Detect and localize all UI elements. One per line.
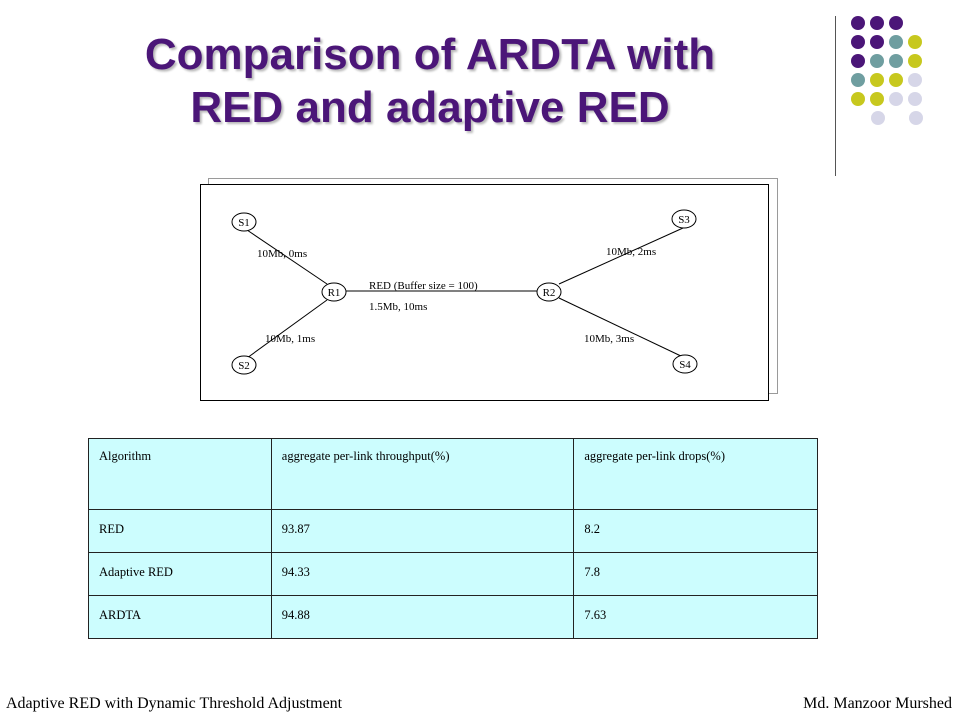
results-table: Algorithm aggregate per-link throughput(… bbox=[88, 438, 818, 639]
decorative-dot bbox=[851, 35, 865, 49]
table-cell: 94.33 bbox=[270, 552, 575, 596]
decorative-dot bbox=[851, 54, 865, 68]
decorative-dot bbox=[870, 35, 884, 49]
label-bottleneck-queue: RED (Buffer size = 100) bbox=[369, 280, 478, 292]
slide-title: Comparison of ARDTA with RED and adaptiv… bbox=[40, 28, 820, 134]
decorative-dot bbox=[889, 73, 903, 87]
node-s3-label: S3 bbox=[678, 214, 690, 226]
node-s3: S3 bbox=[671, 209, 697, 229]
table-cell: Adaptive RED bbox=[88, 552, 272, 596]
decorative-dot bbox=[870, 54, 884, 68]
table-cell: 94.88 bbox=[270, 595, 575, 639]
node-s2-label: S2 bbox=[238, 360, 250, 372]
table-cell: 7.63 bbox=[573, 595, 818, 639]
slide-title-line-1: Comparison of ARDTA with bbox=[144, 30, 716, 79]
table-row: Adaptive RED 94.33 7.8 bbox=[88, 552, 818, 596]
decorative-dot bbox=[851, 92, 865, 106]
decorative-dot bbox=[870, 16, 884, 30]
table-cell: RED bbox=[88, 509, 272, 553]
link-s1-r1 bbox=[246, 229, 328, 285]
table-row: ARDTA 94.88 7.63 bbox=[88, 595, 818, 639]
slide-title-line-2: RED and adaptive RED bbox=[190, 83, 670, 132]
decorative-dot bbox=[908, 35, 922, 49]
decorative-dot bbox=[889, 35, 903, 49]
decorative-divider bbox=[835, 16, 836, 176]
label-bottleneck-link: 1.5Mb, 10ms bbox=[369, 301, 427, 313]
header-cell-throughput: aggregate per-link throughput(%) bbox=[270, 438, 575, 510]
footer-author: Md. Manzoor Murshed bbox=[803, 695, 952, 712]
decorative-dot bbox=[851, 16, 865, 30]
table-cell: 7.8 bbox=[573, 552, 818, 596]
link-s2-r1 bbox=[246, 299, 328, 359]
table-cell: 93.87 bbox=[270, 509, 575, 553]
node-r1-label: R1 bbox=[328, 287, 341, 299]
node-s1-label: S1 bbox=[238, 217, 250, 229]
decorative-dot bbox=[909, 111, 923, 125]
table-header-row: Algorithm aggregate per-link throughput(… bbox=[88, 438, 818, 510]
decorative-dot bbox=[889, 92, 903, 106]
footer-presentation-title: Adaptive RED with Dynamic Threshold Adju… bbox=[6, 695, 343, 712]
node-r2: R2 bbox=[536, 282, 562, 302]
header-cell-drops: aggregate per-link drops(%) bbox=[573, 438, 818, 510]
table-row: RED 93.87 8.2 bbox=[88, 509, 818, 553]
header-cell-algorithm: Algorithm bbox=[88, 438, 272, 510]
table-cell: 8.2 bbox=[573, 509, 818, 553]
decorative-dot bbox=[851, 73, 865, 87]
node-s2: S2 bbox=[231, 355, 257, 375]
decorative-dot bbox=[889, 16, 903, 30]
label-r2-s3: 10Mb, 2ms bbox=[606, 246, 656, 258]
link-r2-s3 bbox=[558, 227, 684, 285]
node-r1: R1 bbox=[321, 282, 347, 302]
node-s4-label: S4 bbox=[679, 359, 691, 371]
decorative-dot bbox=[908, 54, 922, 68]
topology-svg: S1 S2 R1 R2 S3 S4 10Mb, 0ms 10Mb, 1ms 10… bbox=[231, 209, 698, 375]
decorative-dot bbox=[871, 111, 885, 125]
node-r2-label: R2 bbox=[543, 287, 556, 299]
node-s4: S4 bbox=[672, 354, 698, 374]
node-s1: S1 bbox=[231, 212, 257, 232]
label-s1-r1: 10Mb, 0ms bbox=[257, 248, 307, 260]
link-r2-s4 bbox=[558, 297, 684, 358]
label-s2-r1: 10Mb, 1ms bbox=[265, 333, 315, 345]
network-topology-diagram: S1 S2 R1 R2 S3 S4 10Mb, 0ms 10Mb, 1ms 10… bbox=[200, 184, 769, 401]
decorative-dot bbox=[889, 54, 903, 68]
decorative-dot bbox=[870, 92, 884, 106]
label-r2-s4: 10Mb, 3ms bbox=[584, 333, 634, 345]
decorative-dot bbox=[908, 92, 922, 106]
decorative-dot-grid bbox=[851, 16, 923, 125]
table-cell: ARDTA bbox=[88, 595, 272, 639]
decorative-dot bbox=[908, 73, 922, 87]
decorative-dot bbox=[870, 73, 884, 87]
